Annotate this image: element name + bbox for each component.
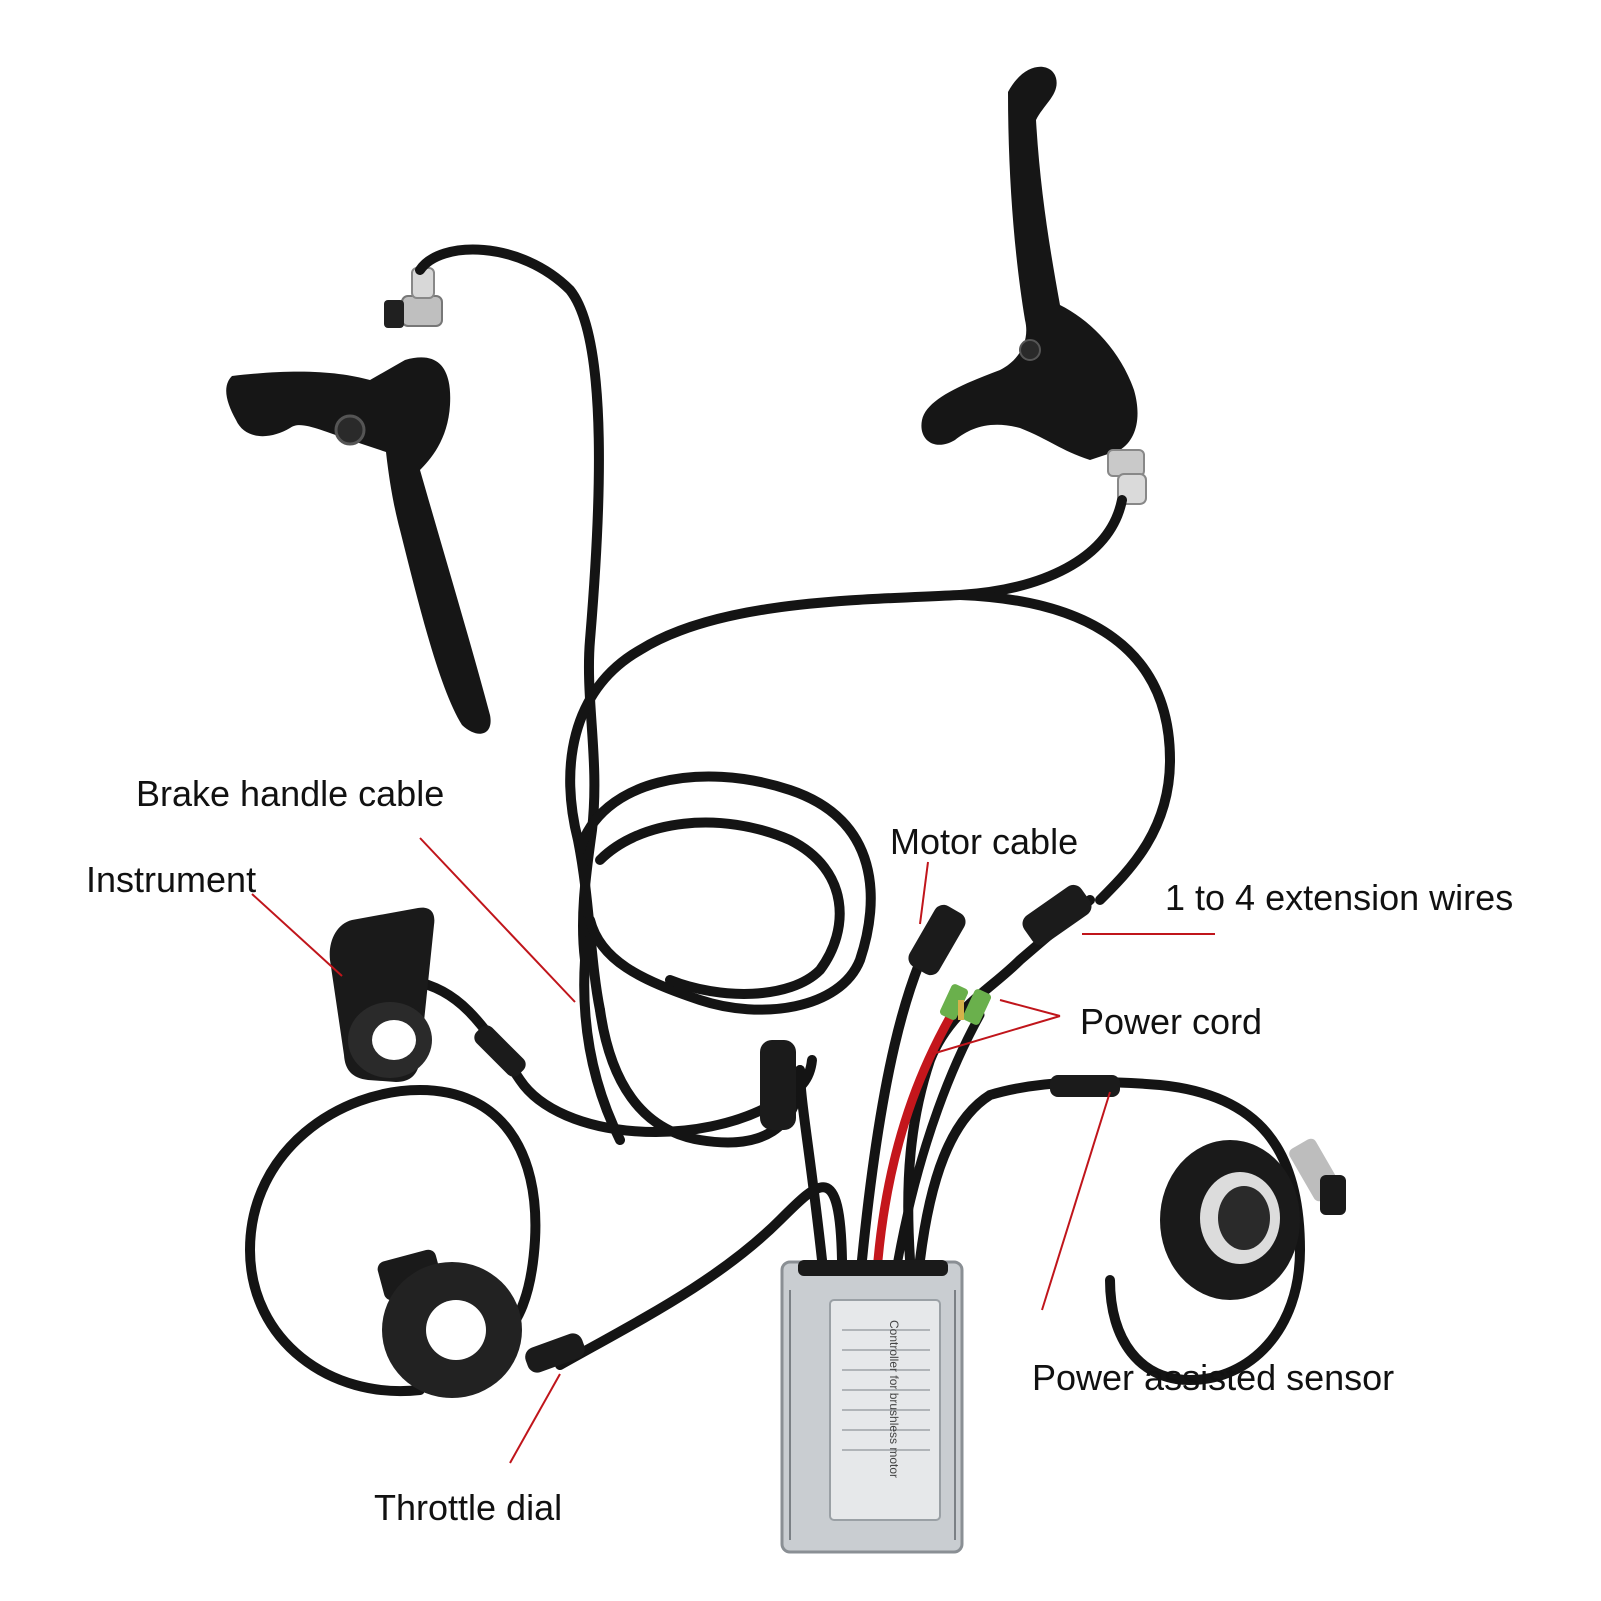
controller-box: Controller for brushless motor	[780, 1260, 964, 1554]
power-pin	[958, 1000, 964, 1020]
leader-brake-handle-cable	[419, 837, 576, 1003]
power-terminal-b	[962, 989, 992, 1025]
leader-power-cord-b	[931, 1015, 1061, 1055]
label-throttle-dial: Throttle dial	[374, 1487, 563, 1528]
leader-motor-cable	[919, 861, 929, 925]
instrument-display	[329, 907, 435, 1082]
leader-instrument	[251, 893, 343, 977]
label-extension-wires: 1 to 4 extension wires	[1165, 877, 1514, 918]
left-brake-lever	[226, 267, 491, 734]
connectors	[474, 884, 1120, 1373]
leader-power-assisted-sensor	[1041, 1091, 1111, 1311]
leader-lines	[251, 837, 1215, 1464]
throttle-dial	[377, 1249, 522, 1398]
label-motor-cable: Motor cable	[890, 821, 1079, 862]
power-terminal-a	[939, 984, 969, 1020]
label-brake-handle-cable: Brake handle cable	[136, 773, 445, 814]
label-instrument: Instrument	[86, 859, 257, 900]
power-assisted-sensor	[1160, 1138, 1346, 1300]
leader-throttle-dial	[509, 1373, 561, 1464]
controller-sticker-heading: Controller for brushless motor	[887, 1320, 901, 1478]
right-brake-lever	[921, 66, 1147, 505]
label-power-assisted-sensor: Power assisted sensor	[1032, 1357, 1395, 1398]
power-wire-black	[893, 1010, 985, 1265]
power-wire-red	[873, 995, 965, 1265]
leader-power-cord-a	[999, 999, 1061, 1017]
label-power-cord: Power cord	[1080, 1001, 1263, 1042]
